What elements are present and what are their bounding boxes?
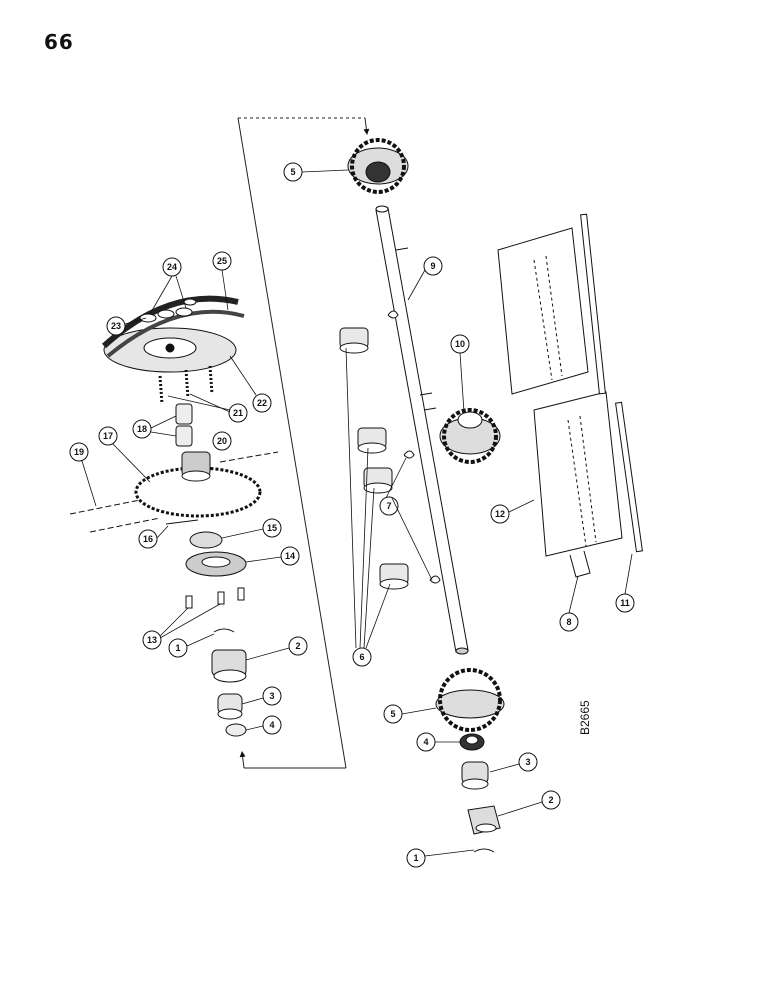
svg-text:3: 3 bbox=[269, 691, 274, 701]
callout-21: 21 bbox=[228, 403, 248, 423]
svg-text:20: 20 bbox=[217, 436, 227, 446]
callout-14: 14 bbox=[280, 546, 300, 566]
svg-text:14: 14 bbox=[285, 551, 295, 561]
svg-text:22: 22 bbox=[257, 398, 267, 408]
callout-2-lower: 2 bbox=[541, 790, 561, 810]
svg-text:12: 12 bbox=[495, 509, 505, 519]
svg-text:6: 6 bbox=[359, 652, 364, 662]
svg-text:11: 11 bbox=[620, 598, 630, 608]
pulley-with-belt bbox=[101, 295, 245, 373]
svg-text:17: 17 bbox=[103, 431, 113, 441]
callout-17: 17 bbox=[98, 426, 118, 446]
svg-text:2: 2 bbox=[548, 795, 553, 805]
svg-text:23: 23 bbox=[111, 321, 121, 331]
sprocket-upper bbox=[347, 138, 409, 194]
callout-lower: 5 4 3 2 1 bbox=[383, 704, 561, 868]
svg-text:9: 9 bbox=[430, 261, 435, 271]
callout-1-left: 1 bbox=[168, 638, 188, 658]
hub-assembly bbox=[165, 519, 247, 577]
callout-1-lower: 1 bbox=[406, 848, 426, 868]
callout-22: 22 bbox=[252, 393, 272, 413]
callout-5-upper: 5 bbox=[283, 162, 303, 182]
callout-20: 20 bbox=[212, 431, 232, 451]
spacers bbox=[175, 403, 193, 447]
svg-text:16: 16 bbox=[143, 534, 153, 544]
svg-text:18: 18 bbox=[137, 424, 147, 434]
leader-lines bbox=[81, 169, 633, 857]
lower-bearing-stack bbox=[459, 733, 501, 853]
callout-25: 25 bbox=[212, 251, 232, 271]
callout-4-left: 4 bbox=[262, 715, 282, 735]
callout-6: 6 bbox=[352, 647, 372, 667]
sprocket-middle bbox=[439, 408, 501, 464]
callout-2-left: 2 bbox=[288, 636, 308, 656]
svg-text:2: 2 bbox=[295, 641, 300, 651]
callout-upper: 5 9 10 7 6 12 11 8 bbox=[283, 162, 635, 667]
svg-text:4: 4 bbox=[269, 720, 274, 730]
svg-text:1: 1 bbox=[175, 643, 180, 653]
trough-covers bbox=[497, 227, 623, 578]
callout-4-lower: 4 bbox=[416, 732, 436, 752]
callout-7: 7 bbox=[379, 496, 399, 516]
callout-10: 10 bbox=[450, 334, 470, 354]
springs bbox=[158, 365, 214, 405]
svg-text:19: 19 bbox=[74, 447, 84, 457]
svg-text:15: 15 bbox=[267, 523, 277, 533]
drawing-code: B2665 bbox=[578, 700, 592, 735]
callout-18: 18 bbox=[132, 419, 152, 439]
callout-5-lower: 5 bbox=[383, 704, 403, 724]
collar-hubs bbox=[339, 327, 409, 590]
callout-13: 13 bbox=[142, 630, 162, 650]
callout-16: 16 bbox=[138, 529, 158, 549]
support-rods bbox=[580, 213, 643, 553]
page-number: 66 bbox=[44, 30, 74, 54]
callout-8: 8 bbox=[559, 612, 579, 632]
callout-15: 15 bbox=[262, 518, 282, 538]
svg-text:3: 3 bbox=[525, 757, 530, 767]
svg-text:21: 21 bbox=[233, 408, 243, 418]
sprocket-lower bbox=[435, 668, 505, 732]
callout-24: 24 bbox=[162, 257, 182, 277]
main-shaft bbox=[375, 205, 469, 655]
callout-19: 19 bbox=[69, 442, 89, 462]
svg-text:10: 10 bbox=[455, 339, 465, 349]
large-sprocket-with-chain bbox=[69, 451, 279, 533]
svg-text:24: 24 bbox=[167, 262, 177, 272]
fasteners-23-24 bbox=[139, 298, 197, 323]
svg-text:1: 1 bbox=[413, 853, 418, 863]
svg-text:8: 8 bbox=[566, 617, 571, 627]
svg-text:7: 7 bbox=[386, 501, 391, 511]
svg-text:25: 25 bbox=[217, 256, 227, 266]
callout-3-left: 3 bbox=[262, 686, 282, 706]
callout-left: 24 25 23 22 21 18 20 17 19 16 15 14 13 1… bbox=[69, 251, 308, 735]
assembly-boundary bbox=[237, 117, 370, 769]
callout-3-lower: 3 bbox=[518, 752, 538, 772]
callout-23: 23 bbox=[106, 316, 126, 336]
svg-text:5: 5 bbox=[390, 709, 395, 719]
svg-text:13: 13 bbox=[147, 635, 157, 645]
svg-text:5: 5 bbox=[290, 167, 295, 177]
left-bearing-stack bbox=[185, 587, 247, 737]
callout-12: 12 bbox=[490, 504, 510, 524]
shaft-keys bbox=[387, 310, 441, 584]
svg-text:4: 4 bbox=[423, 737, 428, 747]
callout-9: 9 bbox=[423, 256, 443, 276]
callout-11: 11 bbox=[615, 593, 635, 613]
